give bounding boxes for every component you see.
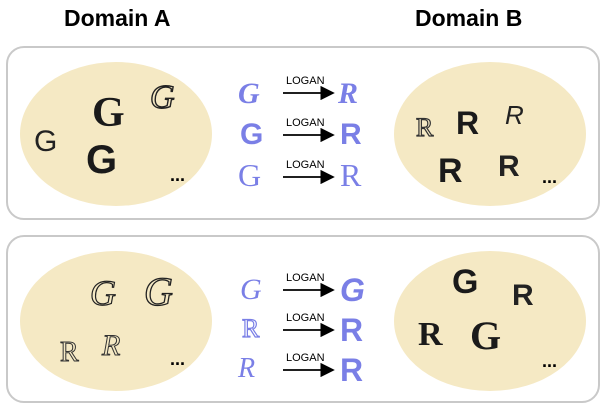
source-letter: G: [240, 118, 263, 151]
target-letter: R: [340, 352, 363, 388]
domain-b-heading: Domain B: [415, 5, 523, 31]
domain-a-ellipsis: ...: [170, 349, 185, 369]
translation-row: G LOGAN G: [240, 272, 365, 308]
target-letter: R: [340, 118, 362, 151]
source-letter: G: [238, 77, 260, 110]
domain-b-letter: G: [470, 313, 501, 358]
bottom-panel: G G R R ... G LOGAN G R LOGAN R R LOGAN …: [6, 235, 600, 403]
domain-b-letter: R: [438, 152, 463, 190]
top-panel: G G G G ... G LOGAN R G LOGAN R G LOGAN …: [6, 46, 600, 220]
source-letter: G: [240, 273, 262, 306]
logan-label: LOGAN: [286, 312, 325, 324]
logan-label: LOGAN: [286, 75, 325, 87]
domain-b-letter: R: [498, 150, 520, 183]
bottom-panel-illustration: G G R R ... G LOGAN G R LOGAN R R LOGAN …: [20, 251, 586, 391]
logan-label: LOGAN: [286, 159, 325, 171]
target-letter: R: [340, 157, 362, 193]
target-letter: G: [340, 272, 365, 308]
logan-label: LOGAN: [286, 352, 325, 364]
domain-a-ellipsis: ...: [170, 165, 185, 185]
domain-a-heading: Domain A: [64, 5, 171, 31]
target-letter: R: [340, 312, 363, 348]
source-letter: G: [238, 157, 261, 193]
domain-b-letter: R: [512, 279, 534, 312]
logan-label: LOGAN: [286, 272, 325, 284]
translation-row: G LOGAN R: [238, 75, 358, 110]
domain-a-letter: G: [92, 90, 125, 136]
domain-b-letter: R: [416, 113, 434, 142]
domain-b-letter: R: [456, 105, 479, 141]
translation-row: G LOGAN R: [238, 157, 362, 193]
domain-a-letter: G: [34, 125, 57, 158]
logan-label: LOGAN: [286, 117, 325, 129]
target-letter: R: [337, 77, 358, 110]
domain-b-letter: R: [505, 100, 524, 130]
domain-a-letter: G: [144, 269, 173, 314]
source-letter: R: [242, 314, 260, 343]
domain-a-ellipse: [20, 62, 212, 206]
translation-row: R LOGAN R: [241, 312, 363, 348]
translation-row: G LOGAN R: [240, 117, 362, 151]
domain-b-ellipsis: ...: [542, 167, 557, 187]
domain-b-letter: R: [418, 316, 443, 353]
domain-b-letter: G: [452, 263, 478, 301]
domain-b-ellipse: [394, 251, 586, 391]
translation-row: R LOGAN R: [237, 352, 363, 388]
domain-a-letter: G: [90, 273, 116, 313]
domain-a-ellipse: [20, 251, 212, 391]
source-letter: R: [237, 353, 255, 384]
domain-a-letter: G: [150, 79, 175, 116]
domain-b-ellipsis: ...: [542, 351, 557, 371]
domain-a-letter: R: [101, 329, 120, 362]
domain-a-letter: R: [60, 337, 79, 368]
domain-b-ellipse: [394, 62, 586, 206]
domain-a-letter: G: [86, 138, 117, 182]
top-panel-illustration: G G G G ... G LOGAN R G LOGAN R G LOGAN …: [20, 62, 586, 206]
